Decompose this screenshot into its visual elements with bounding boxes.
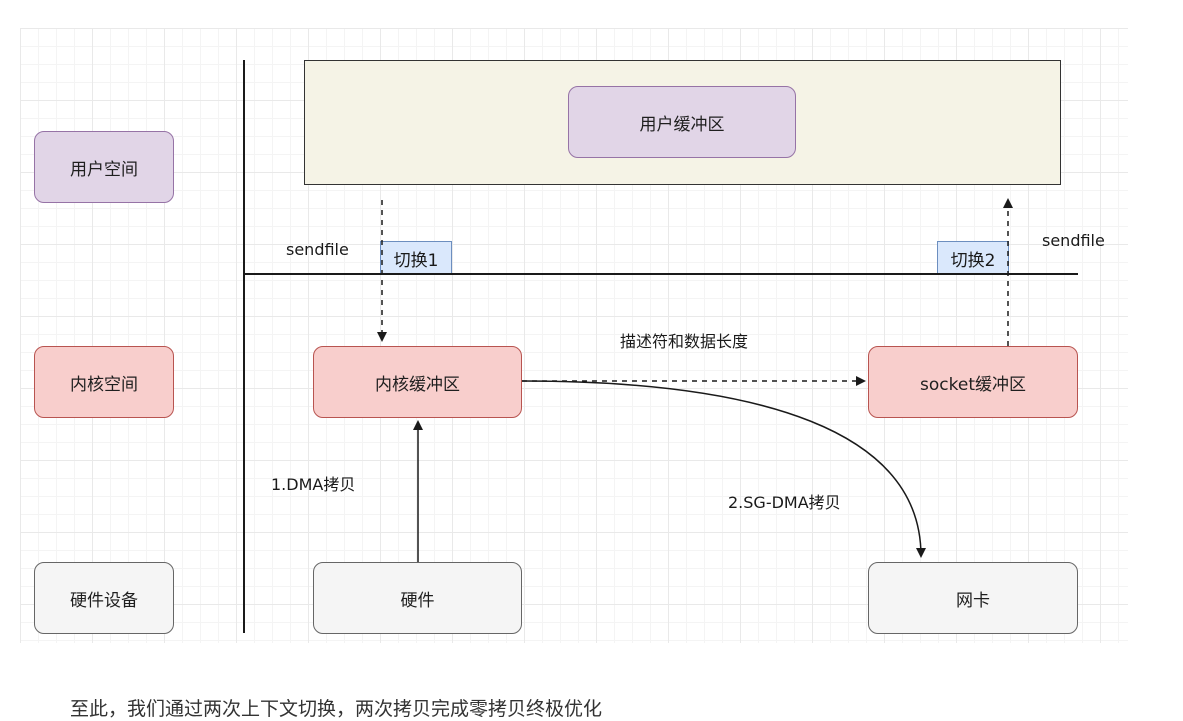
zone-hardware: 硬件设备 (34, 562, 174, 634)
diagram-canvas: 用户空间 内核空间 硬件设备 用户缓冲区 内核缓冲区 socket缓冲区 硬件 … (20, 28, 1128, 720)
zone-user-space-label: 用户空间 (70, 159, 138, 180)
caption-text: 至此，我们通过两次上下文切换，两次拷贝完成零拷贝终极优化 (70, 698, 603, 720)
zone-kernel-space: 内核空间 (34, 346, 174, 418)
switch-2-label: 切换2 (950, 250, 996, 271)
zone-user-space: 用户空间 (34, 131, 174, 203)
user-buffer-label: 用户缓冲区 (639, 114, 725, 135)
dma-copy-label: 1.DMA拷贝 (271, 475, 356, 494)
nic-label: 网卡 (956, 590, 990, 611)
connector-lines (243, 60, 1078, 633)
socket-buffer-node: socket缓冲区 (868, 346, 1078, 418)
sendfile-right-label: sendfile (1042, 231, 1105, 250)
kernel-buffer-node: 内核缓冲区 (313, 346, 522, 418)
hardware-node: 硬件 (313, 562, 522, 634)
descriptor-label: 描述符和数据长度 (620, 332, 749, 351)
user-buffer-node: 用户缓冲区 (568, 86, 796, 158)
socket-buffer-label: socket缓冲区 (920, 374, 1026, 395)
sg-dma-copy-label: 2.SG-DMA拷贝 (728, 493, 841, 512)
nic-node: 网卡 (868, 562, 1078, 634)
arrow-sg-dma-copy (521, 380, 926, 558)
switch-1-label: 切换1 (393, 250, 439, 271)
kernel-buffer-label: 内核缓冲区 (375, 374, 460, 395)
zone-hardware-label: 硬件设备 (70, 590, 138, 611)
sendfile-left-label: sendfile (286, 240, 349, 259)
hardware-label: 硬件 (400, 590, 435, 611)
switch-1-tag: 切换1 (380, 241, 452, 275)
zone-kernel-space-label: 内核空间 (70, 374, 138, 395)
